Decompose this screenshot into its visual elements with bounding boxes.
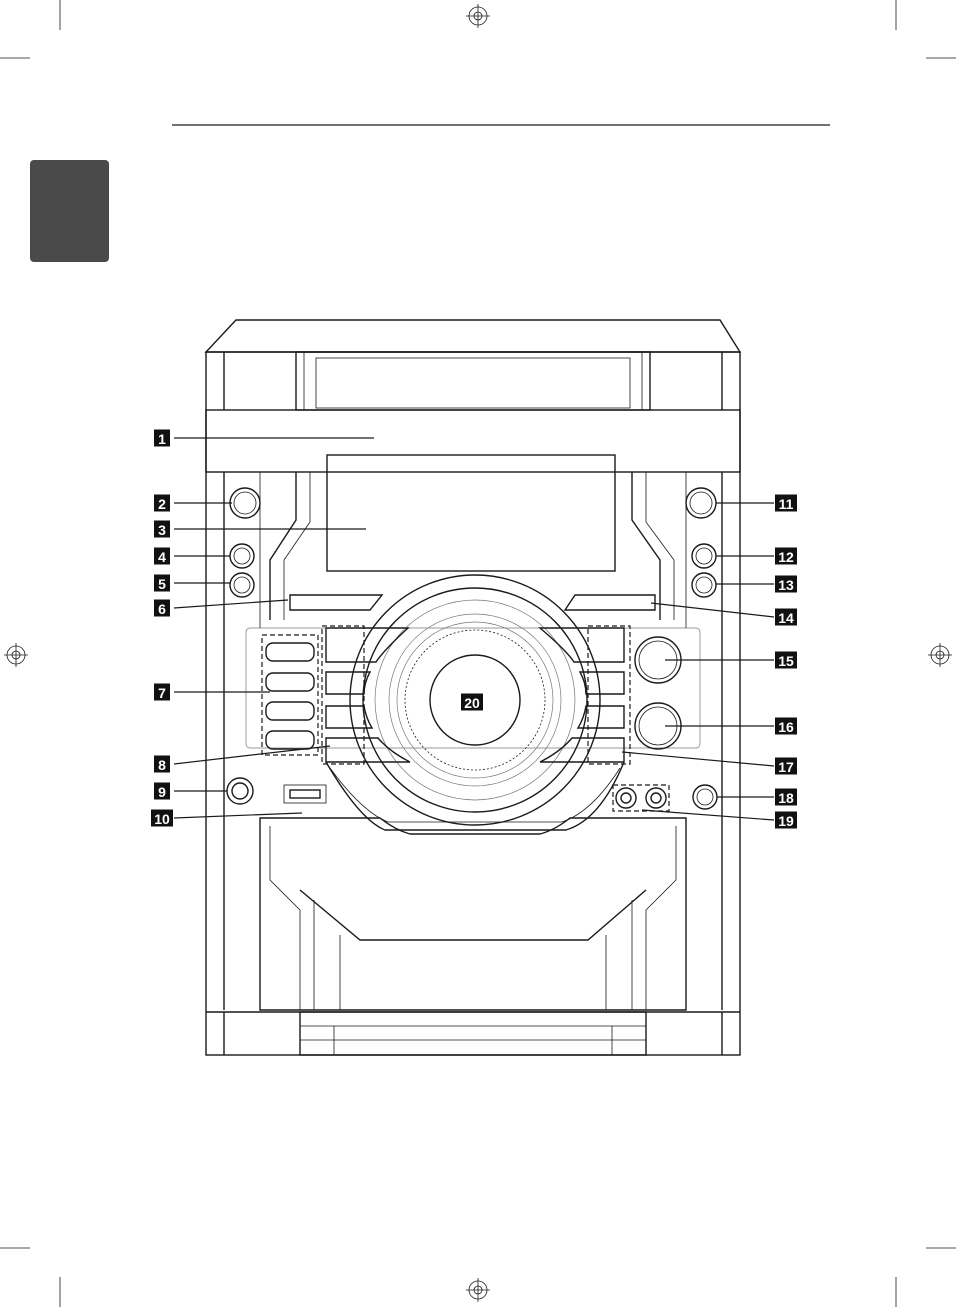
callout-1: 1 xyxy=(154,430,170,448)
callout-12: 12 xyxy=(775,548,797,566)
callout-number: 13 xyxy=(778,577,794,593)
chapter-tab xyxy=(30,160,109,262)
callout-number: 18 xyxy=(778,790,794,806)
callout-3: 3 xyxy=(154,521,170,539)
callout-14: 14 xyxy=(775,609,797,627)
callout-number: 1 xyxy=(158,431,166,447)
callout-7: 7 xyxy=(154,684,170,702)
leader-lines xyxy=(174,438,774,820)
callout-18: 18 xyxy=(775,789,797,807)
callout-number: 20 xyxy=(464,695,480,711)
callout-number: 2 xyxy=(158,496,166,512)
callout-number: 5 xyxy=(158,576,166,592)
callout-16: 16 xyxy=(775,718,797,736)
callout-number: 14 xyxy=(778,610,794,626)
callout-number: 19 xyxy=(778,813,794,829)
callout-4: 4 xyxy=(154,548,170,566)
callout-number: 9 xyxy=(158,784,166,800)
callout-number: 3 xyxy=(158,522,166,538)
callout-11: 11 xyxy=(775,495,797,513)
callout-19: 19 xyxy=(775,812,797,830)
callout-number: 17 xyxy=(778,759,794,775)
callout-13: 13 xyxy=(775,576,797,594)
callout-10: 10 xyxy=(151,810,173,828)
callout-number: 15 xyxy=(778,653,794,669)
registration-mark-icon xyxy=(466,4,490,28)
callout-17: 17 xyxy=(775,758,797,776)
callout-5: 5 xyxy=(154,575,170,593)
callout-number: 11 xyxy=(779,496,794,512)
registration-mark-icon xyxy=(928,643,952,667)
callout-2: 2 xyxy=(154,495,170,513)
registration-mark-icon xyxy=(466,1278,490,1302)
callout-9: 9 xyxy=(154,783,170,801)
callout-number: 4 xyxy=(158,549,166,565)
unit-body xyxy=(206,320,740,1055)
callout-number: 6 xyxy=(158,601,166,617)
callout-number: 16 xyxy=(778,719,794,735)
callout-20: 20 xyxy=(461,694,483,712)
callout-6: 6 xyxy=(154,600,170,618)
callout-number: 7 xyxy=(158,685,166,701)
callout-15: 15 xyxy=(775,652,797,670)
callout-8: 8 xyxy=(154,756,170,774)
callout-number: 8 xyxy=(158,757,166,773)
callout-number: 12 xyxy=(778,549,794,565)
callout-number: 10 xyxy=(154,811,170,827)
registration-mark-icon xyxy=(4,643,28,667)
